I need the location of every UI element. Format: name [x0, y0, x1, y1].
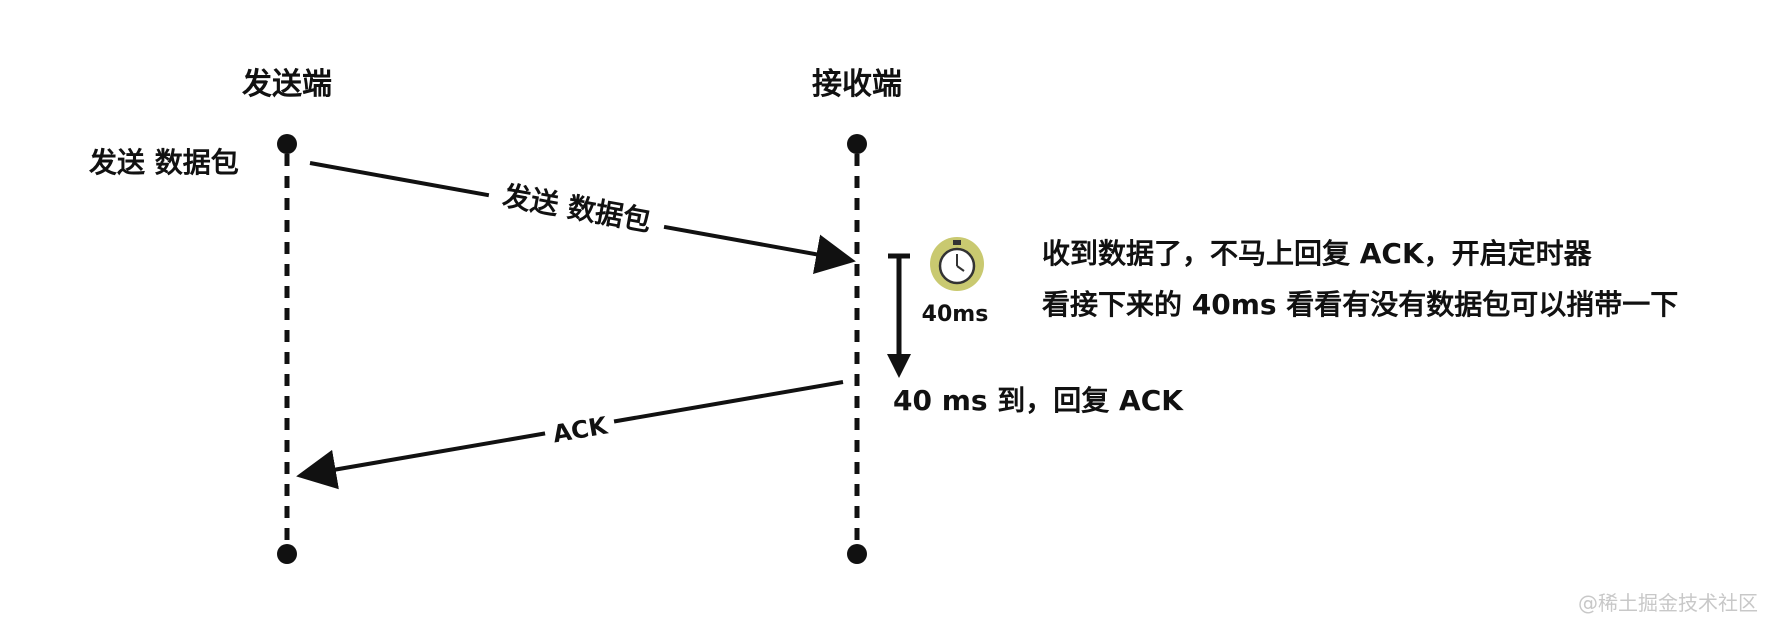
sender-start-label: 发送 数据包 — [88, 146, 239, 179]
timer-duration-label: 40ms — [922, 302, 989, 327]
stopwatch-icon — [930, 237, 984, 291]
receiver-title: 接收端 — [812, 67, 902, 102]
timer-expired-label: 40 ms 到，回复 ACK — [893, 384, 1184, 417]
sender-lifeline — [277, 134, 297, 564]
note-line-1: 收到数据了，不马上回复 ACK，开启定时器 — [1042, 237, 1593, 270]
sender-title: 发送端 — [241, 67, 332, 102]
receiver-lifeline — [847, 134, 867, 564]
watermark: @稀土掘金技术社区 — [1578, 591, 1758, 615]
note-line-2: 看接下来的 40ms 看看有没有数据包可以捎带一下 — [1042, 288, 1678, 321]
timer-arrow — [887, 253, 911, 378]
